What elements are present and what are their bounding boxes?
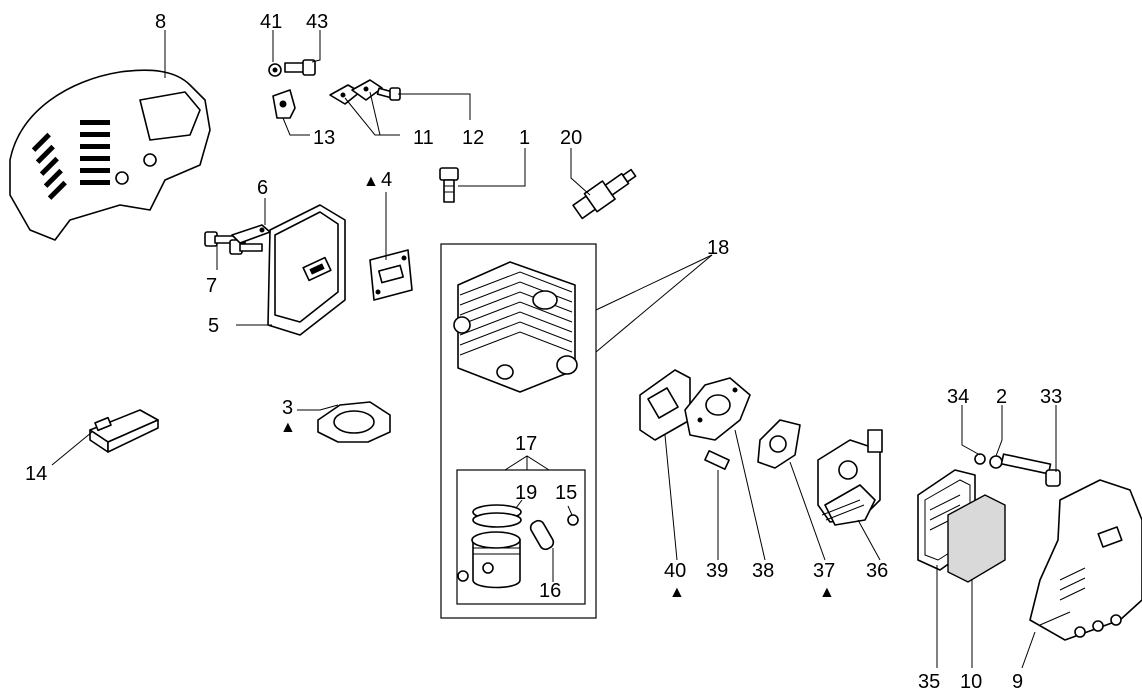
callout-14: 14	[25, 463, 47, 485]
callout-37: 37	[813, 560, 835, 582]
callout-20: 20	[560, 127, 582, 149]
part-piston-rings	[472, 504, 522, 528]
piston-kit-frame	[456, 469, 586, 605]
callout-2: 2	[996, 386, 1007, 408]
marker-4: ▲	[363, 173, 379, 190]
part-bolt	[439, 167, 459, 203]
callout-labels: 8 41 43 13 11 12 1 20 6 ▲ 4 18 7 5 3 ▲ 1…	[25, 11, 1062, 693]
callout-33: 33	[1040, 386, 1062, 408]
part-filter-washers	[974, 453, 1003, 469]
part-engine-cover	[9, 69, 211, 241]
marker-40: ▲	[669, 584, 685, 601]
callout-35: 35	[918, 671, 940, 693]
part-insulator-gasket	[639, 369, 691, 441]
callout-10: 10	[960, 671, 982, 693]
callout-34: 34	[947, 386, 969, 408]
part-cylinder-gasket	[317, 401, 391, 443]
callout-17: 17	[515, 433, 537, 455]
part-insulator-screw	[704, 450, 730, 470]
callout-16: 16	[539, 580, 561, 602]
leader-lines	[51, 30, 1057, 669]
part-insulator	[684, 377, 751, 441]
callout-39: 39	[706, 560, 728, 582]
callout-40: 40	[664, 560, 686, 582]
part-carburetor-gasket	[757, 419, 801, 469]
part-muffler-gasket	[369, 249, 413, 301]
callout-13: 13	[313, 127, 335, 149]
part-switch	[89, 409, 159, 453]
part-cylinder	[453, 261, 578, 393]
part-air-filter	[947, 494, 1006, 583]
part-spark-plug	[572, 168, 637, 220]
callout-1: 1	[519, 127, 530, 149]
part-clip-screw	[376, 87, 401, 101]
marker-3: ▲	[280, 419, 296, 436]
callout-4: 4	[381, 169, 392, 191]
callout-38: 38	[752, 560, 774, 582]
callout-9: 9	[1012, 671, 1023, 693]
marker-37: ▲	[819, 584, 835, 601]
part-piston-pin	[529, 519, 555, 551]
callout-43: 43	[306, 11, 328, 33]
part-piston	[471, 531, 521, 589]
callout-19: 19	[515, 482, 537, 504]
part-filter-cover	[1029, 479, 1142, 641]
callout-3: 3	[282, 397, 293, 419]
callout-12: 12	[462, 127, 484, 149]
callout-5: 5	[208, 315, 219, 337]
callout-41: 41	[260, 11, 282, 33]
part-washer	[268, 63, 282, 77]
part-circlips	[457, 514, 579, 582]
callout-15: 15	[555, 482, 577, 504]
part-muffler-plate	[231, 224, 271, 244]
cylinder-kit-frame	[440, 243, 597, 619]
callout-36: 36	[866, 560, 888, 582]
callout-8: 8	[155, 11, 166, 33]
part-clips	[329, 79, 383, 105]
part-screw-top	[284, 59, 316, 76]
callout-7: 7	[206, 275, 217, 297]
part-muffler	[267, 204, 346, 336]
callout-6: 6	[257, 177, 268, 199]
part-rubber-mount	[272, 89, 296, 119]
part-filter-screw	[1000, 453, 1061, 487]
part-carburetor	[817, 429, 883, 526]
callout-18: 18	[707, 237, 729, 259]
callout-11: 11	[413, 127, 434, 149]
